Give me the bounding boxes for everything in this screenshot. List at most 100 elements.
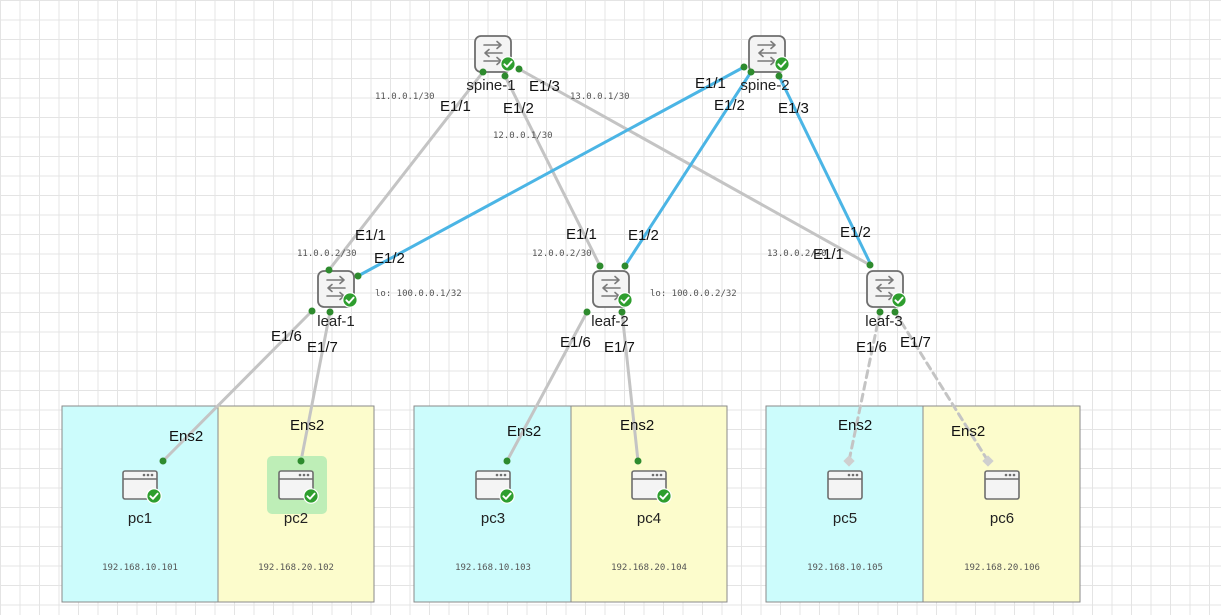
check-icon bbox=[499, 488, 515, 504]
switch-leaf-1[interactable]: leaf-1 bbox=[317, 270, 358, 330]
zone-pc4 bbox=[570, 405, 728, 603]
check-icon bbox=[146, 488, 162, 504]
port-label: E1/2 bbox=[840, 224, 871, 241]
node-label: pc3 bbox=[481, 510, 505, 527]
host-ip-label: 192.168.20.104 bbox=[611, 563, 687, 573]
link-spine2-leaf2[interactable] bbox=[623, 70, 753, 268]
link-spine2-leaf1[interactable] bbox=[356, 65, 746, 278]
port-dot bbox=[618, 308, 626, 316]
port-label: E1/2 bbox=[374, 250, 405, 267]
port-dot bbox=[866, 261, 874, 269]
node-label: pc2 bbox=[284, 510, 308, 527]
host-pc2[interactable]: pc2 bbox=[267, 456, 327, 527]
zone-pc3 bbox=[413, 405, 572, 603]
port-label: E1/6 bbox=[560, 334, 591, 351]
check-icon bbox=[891, 292, 907, 308]
loopback-label: lo: 100.0.0.2/32 bbox=[650, 289, 737, 299]
node-label: leaf-2 bbox=[591, 313, 629, 330]
check-icon bbox=[774, 56, 790, 72]
port-label: Ens2 bbox=[290, 417, 324, 434]
node-label: pc1 bbox=[128, 510, 152, 527]
port-dot bbox=[876, 308, 884, 316]
switch-spine-2[interactable]: spine-2 bbox=[740, 35, 790, 94]
switch-leaf-3[interactable]: leaf-3 bbox=[865, 270, 907, 330]
node-label: leaf-3 bbox=[865, 313, 903, 330]
port-dot bbox=[501, 72, 509, 80]
check-icon bbox=[500, 56, 516, 72]
link-leaf3-pc6[interactable] bbox=[893, 310, 990, 463]
port-label: E1/1 bbox=[695, 75, 726, 92]
host-ip-label: 192.168.10.103 bbox=[455, 563, 531, 573]
port-label: E1/1 bbox=[440, 98, 471, 115]
host-ip-label: 192.168.10.101 bbox=[102, 563, 178, 573]
port-dot bbox=[479, 68, 487, 76]
port-dot bbox=[325, 266, 333, 274]
port-dot bbox=[515, 65, 523, 73]
port-label: E1/3 bbox=[778, 100, 809, 117]
host-pc1[interactable]: pc1 bbox=[122, 470, 162, 527]
port-label: E1/1 bbox=[355, 227, 386, 244]
port-label: E1/6 bbox=[271, 328, 302, 345]
port-dot bbox=[297, 457, 305, 465]
port-label: E1/7 bbox=[307, 339, 338, 356]
zone-pc5 bbox=[765, 405, 924, 603]
link-spine1-leaf3[interactable] bbox=[517, 67, 872, 267]
port-label: E1/3 bbox=[529, 78, 560, 95]
port-dots-down bbox=[843, 455, 994, 467]
host-ip-label: 192.168.10.105 bbox=[807, 563, 883, 573]
port-label: Ens2 bbox=[169, 428, 203, 445]
pc-icon bbox=[827, 470, 863, 500]
port-dot bbox=[634, 457, 642, 465]
link-spine1-leaf1[interactable] bbox=[327, 70, 485, 272]
port-dot bbox=[159, 457, 167, 465]
port-dot bbox=[308, 307, 316, 315]
link-leaf3-pc5[interactable] bbox=[847, 310, 882, 463]
host-ip-label: 192.168.20.102 bbox=[258, 563, 334, 573]
switch-spine-1[interactable]: spine-1 bbox=[466, 35, 516, 94]
node-label: pc5 bbox=[833, 510, 857, 527]
port-label: E1/1 bbox=[566, 226, 597, 243]
port-dot bbox=[354, 272, 362, 280]
port-dot bbox=[775, 72, 783, 80]
link-leaf1-pc1[interactable] bbox=[161, 309, 314, 463]
ip-label: 13.0.0.2/30 bbox=[767, 249, 827, 259]
node-label: spine-2 bbox=[740, 77, 789, 94]
node-label: pc4 bbox=[637, 510, 661, 527]
port-dot bbox=[891, 308, 899, 316]
port-dot bbox=[596, 262, 604, 270]
host-pc5[interactable]: pc5 bbox=[827, 470, 863, 527]
link-leaf2-pc4[interactable] bbox=[620, 310, 640, 463]
ip-label: 12.0.0.1/30 bbox=[493, 131, 553, 141]
port-dot-down bbox=[982, 455, 994, 467]
link-spine2-leaf3[interactable] bbox=[777, 74, 873, 267]
node-label: leaf-1 bbox=[317, 313, 355, 330]
port-label: E1/2 bbox=[503, 100, 534, 117]
host-pc6[interactable]: pc6 bbox=[984, 470, 1020, 527]
port-label: E1/1 bbox=[813, 246, 844, 263]
port-dots bbox=[159, 63, 899, 465]
check-icon bbox=[656, 488, 672, 504]
port-label: E1/2 bbox=[628, 227, 659, 244]
port-label: Ens2 bbox=[838, 417, 872, 434]
check-icon bbox=[617, 292, 633, 308]
link-leaf2-pc3[interactable] bbox=[505, 310, 589, 463]
port-label: E1/7 bbox=[604, 339, 635, 356]
link-leaf1-pc2[interactable] bbox=[299, 310, 332, 463]
zone-pc6 bbox=[922, 405, 1081, 603]
port-label: Ens2 bbox=[620, 417, 654, 434]
port-label: E1/6 bbox=[856, 339, 887, 356]
port-dot bbox=[740, 63, 748, 71]
zone-pc1 bbox=[61, 405, 219, 603]
ip-label: 11.0.0.2/30 bbox=[297, 249, 357, 259]
ip-label: 13.0.0.1/30 bbox=[570, 92, 630, 102]
ip-label: 12.0.0.2/30 bbox=[532, 249, 592, 259]
port-label: Ens2 bbox=[507, 423, 541, 440]
host-pc3[interactable]: pc3 bbox=[475, 470, 515, 527]
port-dot bbox=[747, 68, 755, 76]
host-pc4[interactable]: pc4 bbox=[631, 470, 672, 527]
port-dot bbox=[326, 308, 334, 316]
switch-leaf-2[interactable]: leaf-2 bbox=[591, 270, 633, 330]
check-icon bbox=[342, 292, 358, 308]
port-label: E1/2 bbox=[714, 97, 745, 114]
